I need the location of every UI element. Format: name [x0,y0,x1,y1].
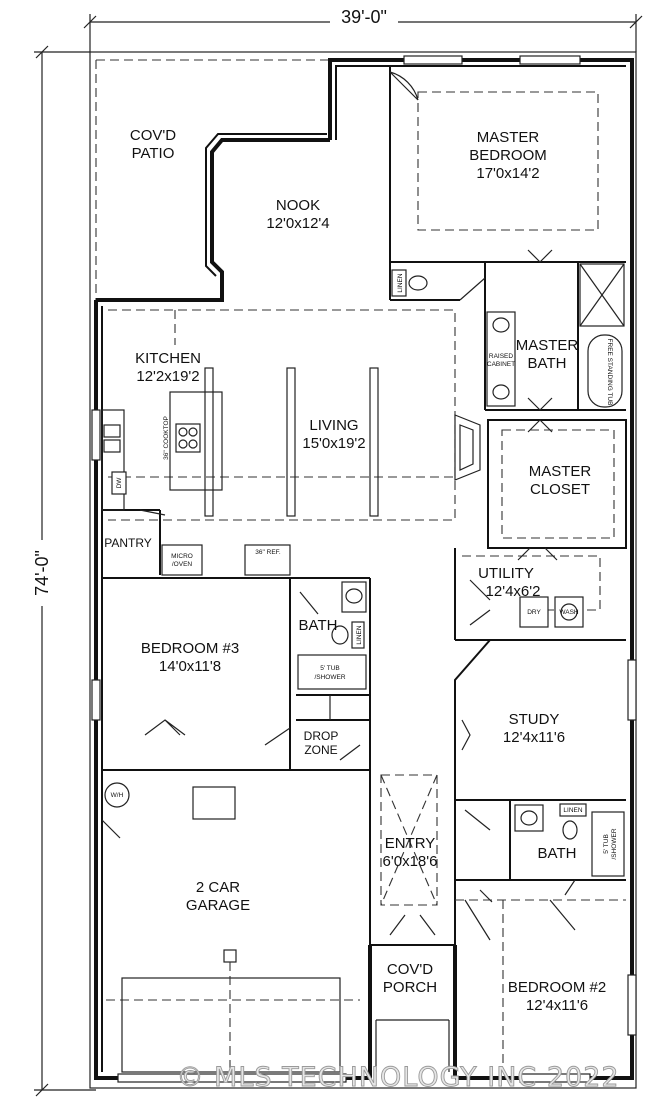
refrigerator-label: 36" REF. [255,549,281,556]
room-labels: COV'D PATIO NOOK 12'0x12'4 MASTER BEDROO… [104,127,606,1014]
bath3-linen-label: LINEN [356,625,363,644]
nook-name: NOOK [276,197,320,214]
study-name: STUDY [509,711,560,728]
living-size: 15'0x19'2 [302,435,365,452]
height-dimension: 74'-0" [32,550,52,596]
drop-zone-name-2: ZONE [304,743,337,757]
garage-name-2: GARAGE [186,897,250,914]
ceiling-beams [204,367,379,517]
bath2-tub-label-2: /SHOWER [611,828,618,859]
garage-fixtures: W/H [104,782,341,1073]
microwave-label-2: /OVEN [172,561,193,568]
entry-name: ENTRY [385,835,436,852]
master-bath-name-2: BATH [528,355,567,372]
porch-posts [375,1019,450,1072]
bedroom3-size: 14'0x11'8 [159,658,221,675]
bedroom2-name: BEDROOM #2 [508,979,606,996]
utility-name: UTILITY [478,565,534,582]
patio-label-1: COV'D [130,127,176,144]
bedroom3-name: BEDROOM #3 [141,640,239,657]
living-name: LIVING [309,417,358,434]
utility-size: 12'4x6'2 [486,583,541,600]
bath2-linen-label: LINEN [563,807,582,814]
master-bath-fixtures: LINEN RAISED CABINET FREE STANDING TUB [391,263,625,408]
drop-zone-name-1: DROP [304,729,339,743]
watermark: © MLS TECHNOLOGY INC 2022 [176,1062,619,1093]
master-bath-name-1: MASTER [516,337,579,354]
dimension-lines: 39'-0" 74'-0" [30,6,643,1097]
nook-size: 12'0x12'4 [266,215,329,232]
porch-name-2: PORCH [383,979,437,996]
master-closet-name-1: MASTER [529,463,592,480]
bath3-fixtures: LINEN 5' TUB /SHOWER [297,581,367,720]
master-bedroom-name-1: MASTER [477,129,540,146]
width-dimension: 39'-0" [341,7,387,27]
dishwasher-label: DW [116,477,123,489]
microwave-label-1: MICRO [171,553,193,560]
utility-fixtures: DRY WASH [519,596,584,628]
dryer-label: DRY [527,609,541,616]
bath2-tub-label-1: 5' TUB [603,834,610,854]
windows [91,55,637,1083]
entry-size: 6'0x18'6 [383,853,438,870]
bath3-tub-label-1: 5' TUB [320,665,340,672]
study-size: 12'4x11'6 [503,729,565,746]
kitchen-size: 12'2x19'2 [136,368,199,385]
porch-name-1: COV'D [387,961,433,978]
raised-cabinet-label-1: RAISED [489,353,514,360]
bedroom2-size: 12'4x11'6 [526,997,588,1014]
kitchen-name: KITCHEN [135,350,201,367]
garage-name-1: 2 CAR [196,879,240,896]
master-bedroom-name-2: BEDROOM [469,147,547,164]
doors [101,71,576,941]
ceiling-lines [106,91,626,1068]
water-heater-label: W/H [111,792,124,799]
master-linen-label: LINEN [397,273,404,292]
bath3-tub-label-2: /SHOWER [314,674,345,681]
tub-label: FREE STANDING TUB [606,339,613,406]
washer-label: WASH [559,609,579,616]
raised-cabinet-label-2: CABINET [487,361,515,368]
kitchen-fixtures: 36" COOKTOP DW MICRO /OVEN 36" REF. [101,391,481,576]
master-bedroom-size: 17'0x14'2 [476,165,539,182]
patio-label-2: PATIO [132,145,175,162]
bath2-fixtures: LINEN 5' TUB /SHOWER [514,803,625,877]
interior-walls [102,66,627,946]
bath2-name: BATH [538,845,577,862]
pantry-name: PANTRY [104,536,152,550]
cooktop-label: 36" COOKTOP [163,416,170,460]
bath3-name: BATH [299,617,338,634]
master-closet-name-2: CLOSET [530,481,590,498]
